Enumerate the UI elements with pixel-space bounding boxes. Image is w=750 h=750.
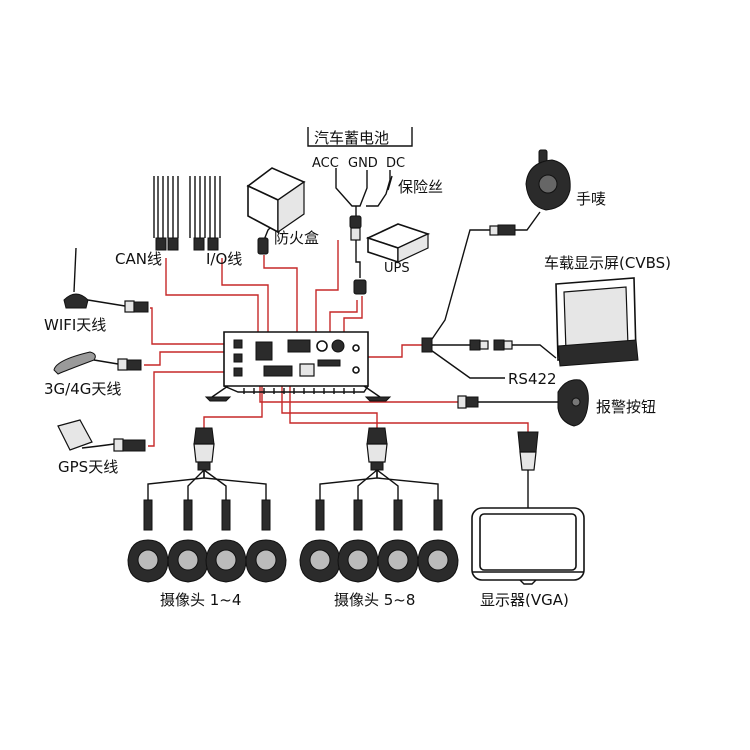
can-cable: CAN线 [115,176,179,268]
camera-icon [337,499,379,583]
camera-icon [127,499,169,583]
camera-1-4-label: 摄像头 1~4 [160,591,241,609]
camera-group-2: 摄像头 5~8 [299,499,459,609]
connector-icon [503,340,513,350]
connector-icon [155,237,167,251]
connector-icon [126,359,142,371]
camera-5-8-label: 摄像头 5~8 [334,591,415,609]
camera-hub-2 [366,427,388,471]
display-vga-label: 显示器(VGA) [480,591,569,609]
antenna-3g4g-label: 3G/4G天线 [44,380,121,398]
dvr-main-unit [204,331,392,402]
alarm-button: 报警按钮 [457,379,656,427]
camera-icon [205,499,247,583]
connector-icon [113,438,124,452]
connector-icon [122,439,146,452]
connector-icon [469,339,481,351]
fireproof-box-label: 防火盒 [274,229,319,247]
gps-label: GPS天线 [58,458,118,476]
red-wires [144,240,529,447]
fuse-label: 保险丝 [398,178,443,196]
io-cable: I/O线 [189,176,242,268]
battery-label: 汽车蓄电池 [314,129,389,147]
connector-icon [124,300,135,313]
ups-unit: UPS [365,223,431,276]
microphone: 手唛 [489,149,606,236]
io-label: I/O线 [206,250,242,268]
vga-connector-icon [517,431,539,453]
connector-icon [167,237,179,251]
camera-icon [167,499,209,583]
fuse-icon [387,175,393,191]
connector-icon [349,215,362,229]
fireproof-box: 防火盒 [246,167,319,255]
connector-icon [350,227,361,241]
connector-icon [497,224,516,236]
gnd-label: GND [348,156,378,171]
connector-icon [133,301,149,313]
camera-icon [377,499,419,583]
connector-icon [479,340,489,350]
connector-icon [353,279,367,295]
connector-icon [489,225,499,236]
connector-icon [493,339,505,351]
rs422-label: RS422 [508,370,557,388]
gps-icon [57,419,93,451]
camera-hub-1 [193,427,215,471]
connector-icon [117,358,128,371]
vehicle-monitor: 车载显示屏(CVBS) [421,254,671,367]
alarm-button-label: 报警按钮 [596,398,656,416]
camera-icon [245,499,287,583]
connector-icon [193,237,205,251]
can-label: CAN线 [115,250,162,268]
camera-group-1: 摄像头 1~4 [127,499,287,609]
connector-icon [465,396,479,408]
ups-label: UPS [384,261,410,276]
connector-icon [207,237,219,251]
antenna-icon [53,351,96,375]
gps-antenna: GPS天线 [57,419,146,476]
camera-icon [417,499,459,583]
connector-icon [457,395,467,409]
camera-icon [299,499,341,583]
junction-icon [421,337,433,353]
microphone-label: 手唛 [576,190,606,208]
connector-icon [257,237,269,255]
vga-display: 显示器(VGA) [471,431,585,609]
wifi-label: WIFI天线 [44,316,106,334]
car-battery: 汽车蓄电池 ACC GND DC 保险丝 [307,127,443,295]
antenna-3g4g: 3G/4G天线 [44,351,142,398]
monitor-cvbs-label: 车载显示屏(CVBS) [544,254,671,272]
black-cables [147,168,558,508]
dc-label: DC [386,156,405,171]
wifi-antenna: WIFI天线 [44,247,149,334]
acc-label: ACC [312,156,339,171]
